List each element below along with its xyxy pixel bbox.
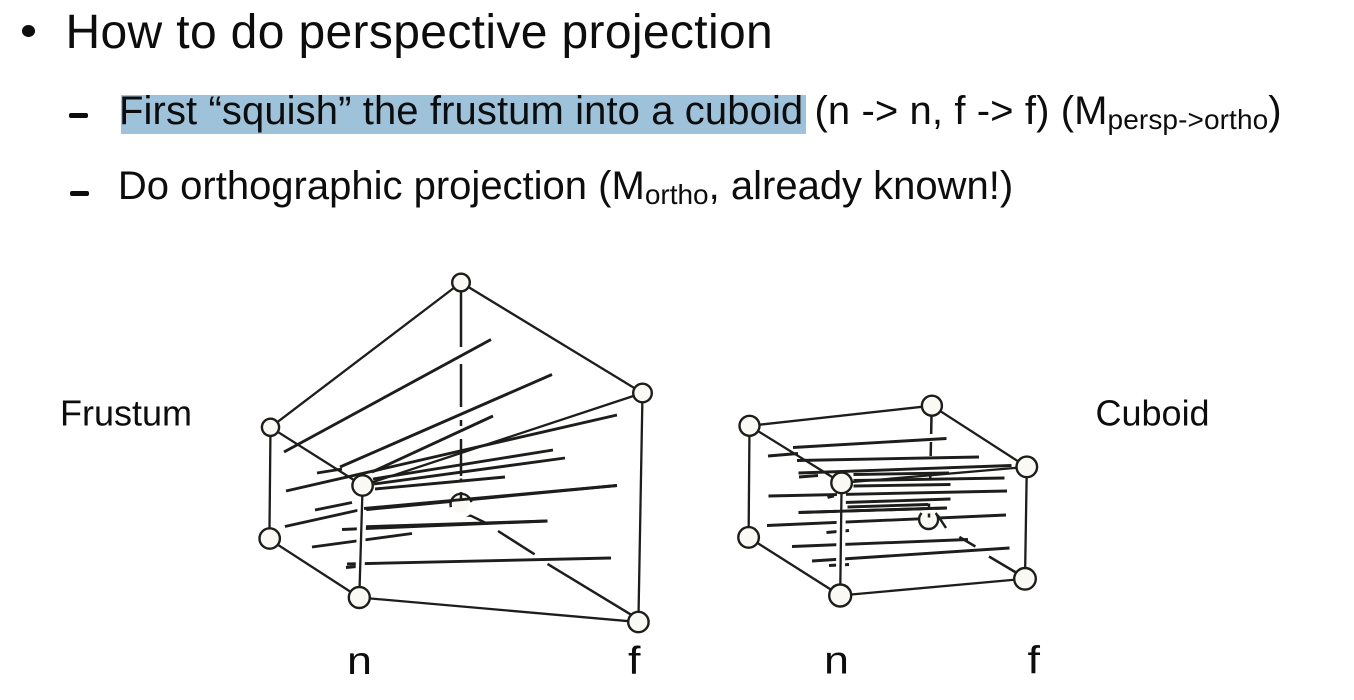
svg-text:Cuboid: Cuboid: [1096, 393, 1210, 434]
svg-text:n: n: [824, 638, 849, 682]
svg-text:f: f: [1028, 638, 1041, 682]
svg-text:f: f: [628, 639, 641, 683]
svg-text:n: n: [347, 639, 372, 683]
svg-text:Frustum: Frustum: [60, 392, 192, 433]
